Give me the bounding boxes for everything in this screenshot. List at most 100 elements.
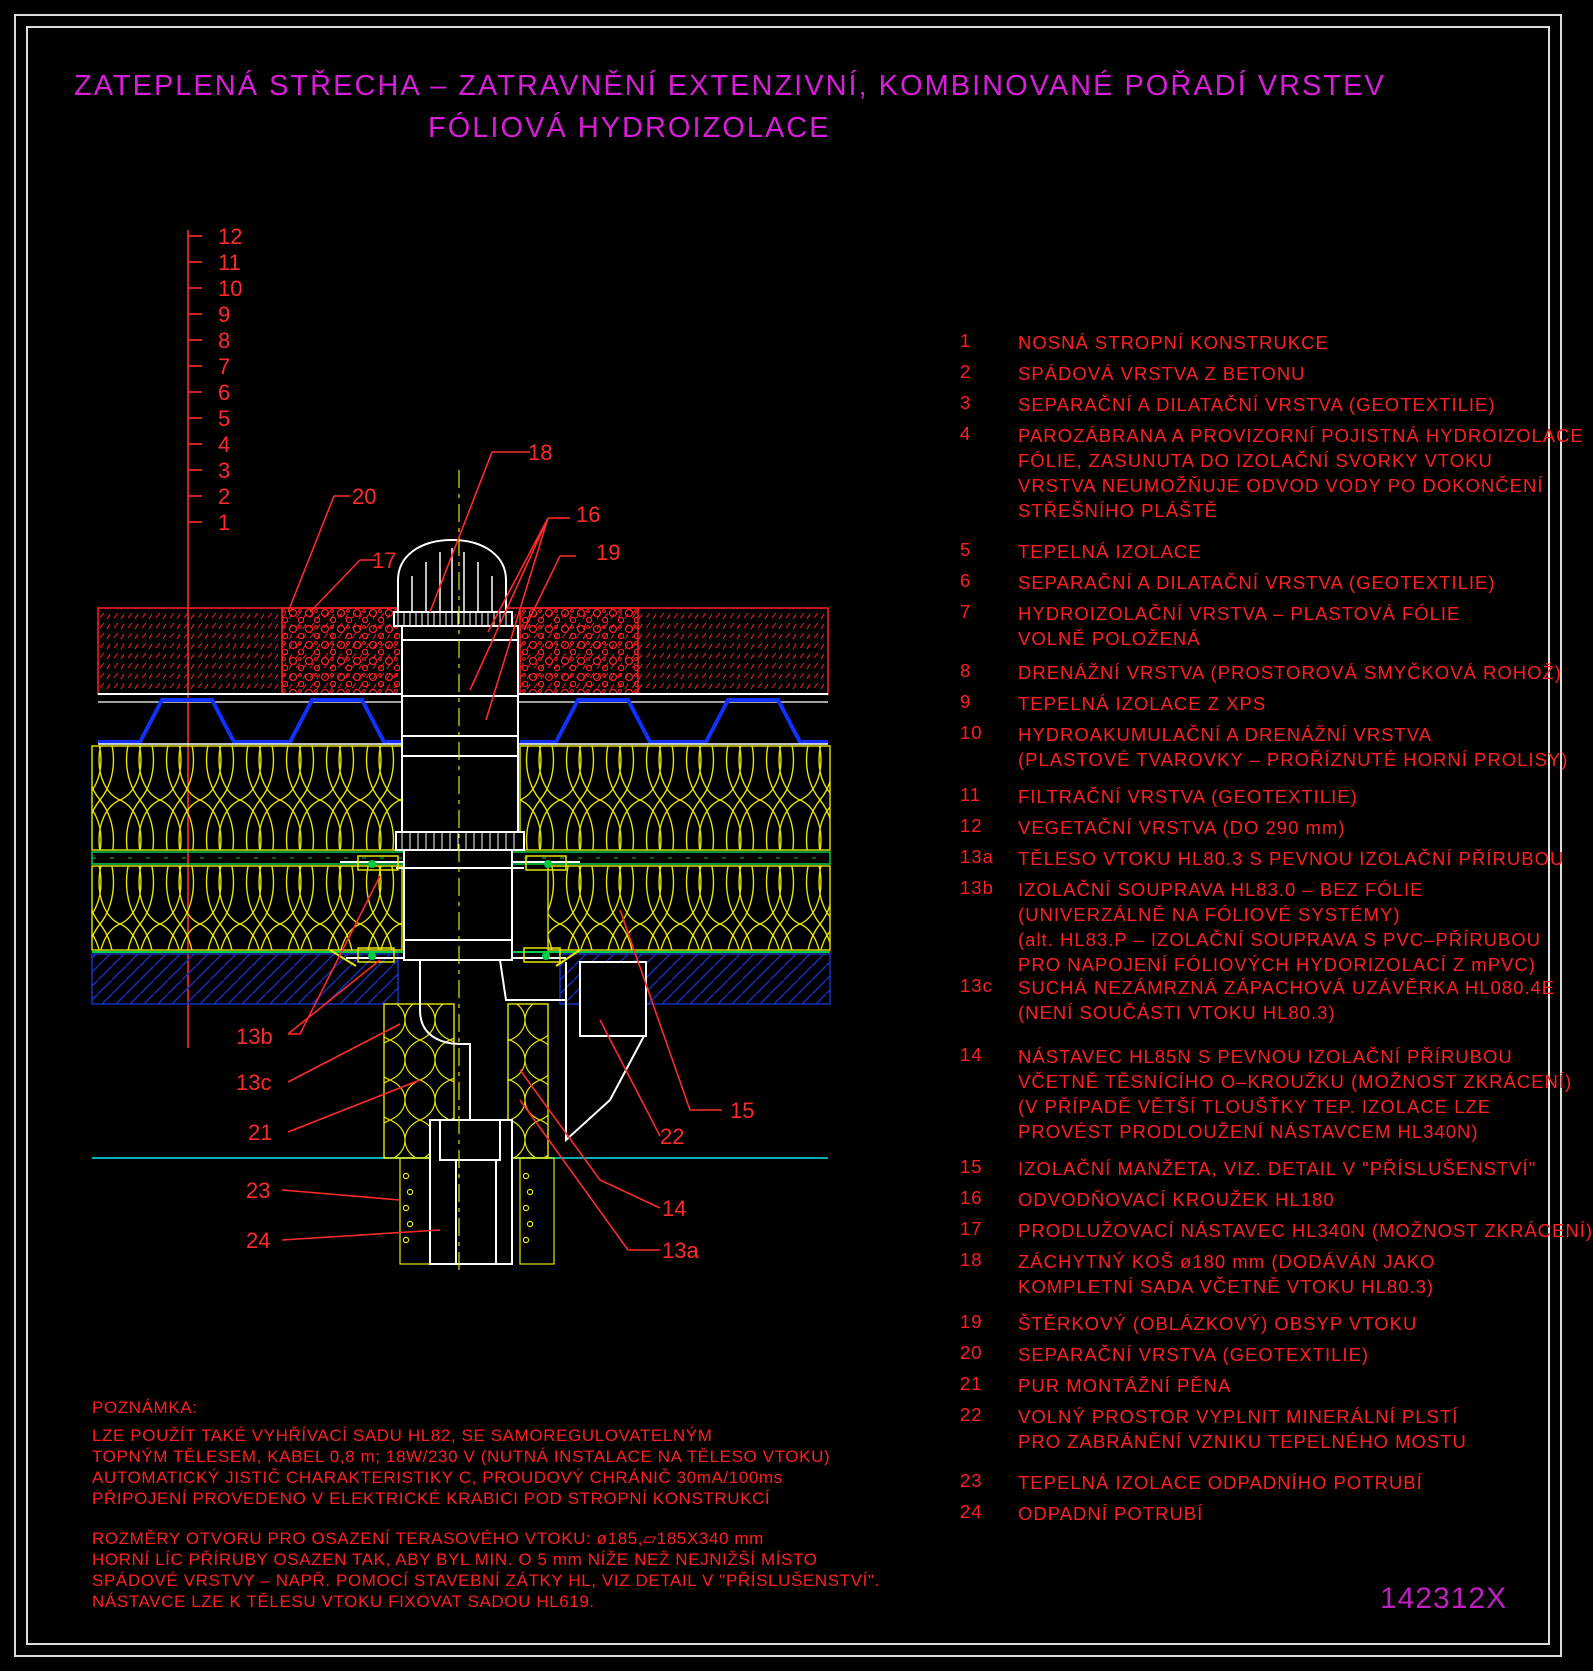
- legend-item-17: 17 PRODLUŽOVACÍ NÁSTAVEC HL340N (MOŽNOST …: [960, 1218, 1593, 1243]
- callout-16: 16: [576, 502, 600, 527]
- legend-text: ŠTĚRKOVÝ (OBLÁZKOVÝ) OBSYP VTOKU: [1018, 1311, 1417, 1336]
- callout-13c: 13c: [236, 1070, 271, 1095]
- legend-line: (UNIVERZÁLNĚ NA FÓLIOVÉ SYSTÉMY): [1018, 904, 1401, 925]
- legend-text: SEPARAČNÍ A DILATAČNÍ VRSTVA (GEOTEXTILI…: [1018, 570, 1496, 595]
- note-paragraph-2: ROZMĚRY OTVORU PRO OSAZENÍ TERASOVÉHO VT…: [92, 1528, 880, 1612]
- legend-line: PAROZÁBRANA A PROVIZORNÍ POJISTNÁ HYDROI…: [1018, 425, 1584, 446]
- legend-line: SEPARAČNÍ A DILATAČNÍ VRSTVA (GEOTEXTILI…: [1018, 394, 1496, 415]
- legend-number: 13a: [960, 846, 994, 867]
- legend-line: SEPARAČNÍ A DILATAČNÍ VRSTVA (GEOTEXTILI…: [1018, 572, 1496, 593]
- legend-text: NÁSTAVEC HL85N S PEVNOU IZOLAČNÍ PŘÍRUBO…: [1018, 1044, 1572, 1144]
- ruler-label: 3: [218, 458, 230, 483]
- legend-number: 6: [960, 570, 972, 591]
- legend-item-12: 12 VEGETAČNÍ VRSTVA (DO 290 mm): [960, 815, 1345, 840]
- legend-number: 24: [960, 1501, 983, 1522]
- legend-line: TĚLESO VTOKU HL80.3 S PEVNOU IZOLAČNÍ PŘ…: [1018, 848, 1565, 869]
- legend-line: VOLNĚ POLOŽENÁ: [1018, 628, 1201, 649]
- ruler-label: 11: [218, 250, 241, 275]
- legend-line: ZÁCHYTNÝ KOŠ ø180 mm (DODÁVÁN JAKO: [1018, 1251, 1436, 1272]
- legend-text: ODVODŇOVACÍ KROUŽEK HL180: [1018, 1187, 1335, 1212]
- legend-line: PUR MONTÁŽNÍ PĚNA: [1018, 1375, 1232, 1396]
- legend-item-8: 8 DRENÁŽNÍ VRSTVA (PROSTOROVÁ SMYČKOVÁ RO…: [960, 660, 1562, 685]
- legend-line: PRO ZABRÁNĚNÍ VZNIKU TEPELNÉHO MOSTU: [1018, 1431, 1467, 1452]
- ruler-label: 6: [218, 380, 230, 405]
- legend-number: 10: [960, 722, 983, 743]
- legend-number: 15: [960, 1156, 983, 1177]
- legend-text: NOSNÁ STROPNÍ KONSTRUKCE: [1018, 330, 1329, 355]
- note-line: AUTOMATICKÝ JISTIČ CHARAKTERISTIKY C, PR…: [92, 1468, 783, 1487]
- legend-item-13a: 13a TĚLESO VTOKU HL80.3 S PEVNOU IZOLAČNÍ…: [960, 846, 1564, 871]
- ruler-label: 12: [218, 224, 242, 249]
- callout-20: 20: [352, 484, 376, 509]
- note-line: HORNÍ LÍC PŘÍRUBY OSAZEN TAK, ABY BYL MI…: [92, 1550, 818, 1569]
- title-line-2: FÓLIOVÁ HYDROIZOLACE: [428, 112, 831, 144]
- legend-line: FÓLIE, ZASUNUTA DO IZOLAČNÍ SVORKY VTOKU: [1018, 450, 1493, 471]
- legend-number: 19: [960, 1311, 983, 1332]
- legend-line: PRODLUŽOVACÍ NÁSTAVEC HL340N (MOŽNOST ZK…: [1018, 1220, 1593, 1241]
- legend-line: SUCHÁ NEZÁMRZNÁ ZÁPACHOVÁ UZÁVĚRKA HL080…: [1018, 977, 1556, 998]
- ruler-label: 10: [218, 276, 242, 301]
- callout-24: 24: [246, 1228, 270, 1253]
- note-paragraph-1: LZE POUŽÍT TAKÉ VYHŘÍVACÍ SADU HL82, SE …: [92, 1425, 830, 1509]
- legend-number: 17: [960, 1218, 983, 1239]
- legend-text: ZÁCHYTNÝ KOŠ ø180 mm (DODÁVÁN JAKO KOMPLE…: [1018, 1249, 1435, 1299]
- legend-number: 13b: [960, 877, 994, 898]
- callout-22: 22: [660, 1124, 684, 1149]
- legend-item-18: 18 ZÁCHYTNÝ KOŠ ø180 mm (DODÁVÁN JAKO KOMP…: [960, 1249, 1435, 1299]
- note-heading: POZNÁMKA:: [92, 1398, 198, 1417]
- ruler-label: 7: [218, 354, 230, 379]
- legend-number: 18: [960, 1249, 983, 1270]
- ruler-label: 9: [218, 302, 230, 327]
- legend-text: IZOLAČNÍ SOUPRAVA HL83.0 – BEZ FÓLIE (UNI…: [1018, 877, 1541, 977]
- legend-line: IZOLAČNÍ SOUPRAVA HL83.0 – BEZ FÓLIE: [1018, 879, 1424, 900]
- ruler-label: 2: [218, 484, 230, 509]
- legend-item-24: 24 ODPADNÍ POTRUBÍ: [960, 1501, 1203, 1526]
- legend-text: SUCHÁ NEZÁMRZNÁ ZÁPACHOVÁ UZÁVĚRKA HL080…: [1018, 975, 1555, 1025]
- flange-clamps: [329, 855, 581, 967]
- legend-item-21: 21 PUR MONTÁŽNÍ PĚNA: [960, 1373, 1231, 1398]
- leader-lines: [281, 451, 722, 1251]
- note-line: NÁSTAVCE LZE K TĚLESU VTOKU FIXOVAT SADO…: [92, 1592, 595, 1611]
- legend-line: VČETNĚ TĚSNÍCÍHO O–KROUŽKU (MOŽNOST ZKRÁ…: [1018, 1071, 1573, 1092]
- legend-line: (alt. HL83.P – IZOLAČNÍ SOUPRAVA S PVC–P…: [1018, 929, 1542, 950]
- legend-text: SPÁDOVÁ VRSTVA Z BETONU: [1018, 361, 1306, 386]
- legend-number: 14: [960, 1044, 983, 1065]
- legend-number: 20: [960, 1342, 983, 1363]
- legend-text: ODPADNÍ POTRUBÍ: [1018, 1501, 1203, 1526]
- legend-line: (V PŘÍPADĚ VĚTŠÍ TLOUŠŤKY TEP. IZOLACE L…: [1018, 1096, 1492, 1117]
- legend-number: 21: [960, 1373, 983, 1394]
- legend-number: 8: [960, 660, 972, 681]
- legend-number: 4: [960, 423, 972, 444]
- layer-thermal-insulation: [91, 865, 831, 953]
- drain-assembly: [340, 538, 647, 1265]
- callout-21: 21: [248, 1120, 272, 1145]
- legend-line: VEGETAČNÍ VRSTVA (DO 290 mm): [1018, 817, 1346, 838]
- legend-line: VRSTVA NEUMOŽŇUJE ODVOD VODY PO DOKONČEN…: [1018, 475, 1544, 496]
- ruler-label: 4: [218, 432, 230, 457]
- note-line: PŘIPOJENÍ PROVEDENO V ELEKTRICKÉ KRABICI…: [92, 1489, 771, 1508]
- legend-line: TEPELNÁ IZOLACE Z XPS: [1018, 693, 1267, 714]
- legend-text: TEPELNÁ IZOLACE ODPADNÍHO POTRUBÍ: [1018, 1470, 1423, 1495]
- legend-line: DRENÁŽNÍ VRSTVA (PROSTOROVÁ SMYČKOVÁ ROH…: [1018, 662, 1562, 683]
- legend-text: PRODLUŽOVACÍ NÁSTAVEC HL340N (MOŽNOST ZK…: [1018, 1218, 1593, 1243]
- note-line: LZE POUŽÍT TAKÉ VYHŘÍVACÍ SADU HL82, SE …: [92, 1426, 713, 1445]
- legend-line: KOMPLETNÍ SADA VČETNĚ VTOKU HL80.3): [1018, 1276, 1435, 1297]
- legend-item-19: 19 ŠTĚRKOVÝ (OBLÁZKOVÝ) OBSYP VTOKU: [960, 1311, 1417, 1336]
- legend-line: PROVÉST PRODLOUŽENÍ NÁSTAVCEM HL340N): [1018, 1121, 1479, 1142]
- note-line: ROZMĚRY OTVORU PRO OSAZENÍ TERASOVÉHO VT…: [92, 1529, 764, 1548]
- legend-item-13b: 13b IZOLAČNÍ SOUPRAVA HL83.0 – BEZ FÓLIE (…: [960, 877, 1541, 977]
- legend-number: 12: [960, 815, 983, 836]
- legend-number: 9: [960, 691, 972, 712]
- callout-17: 17: [372, 548, 396, 573]
